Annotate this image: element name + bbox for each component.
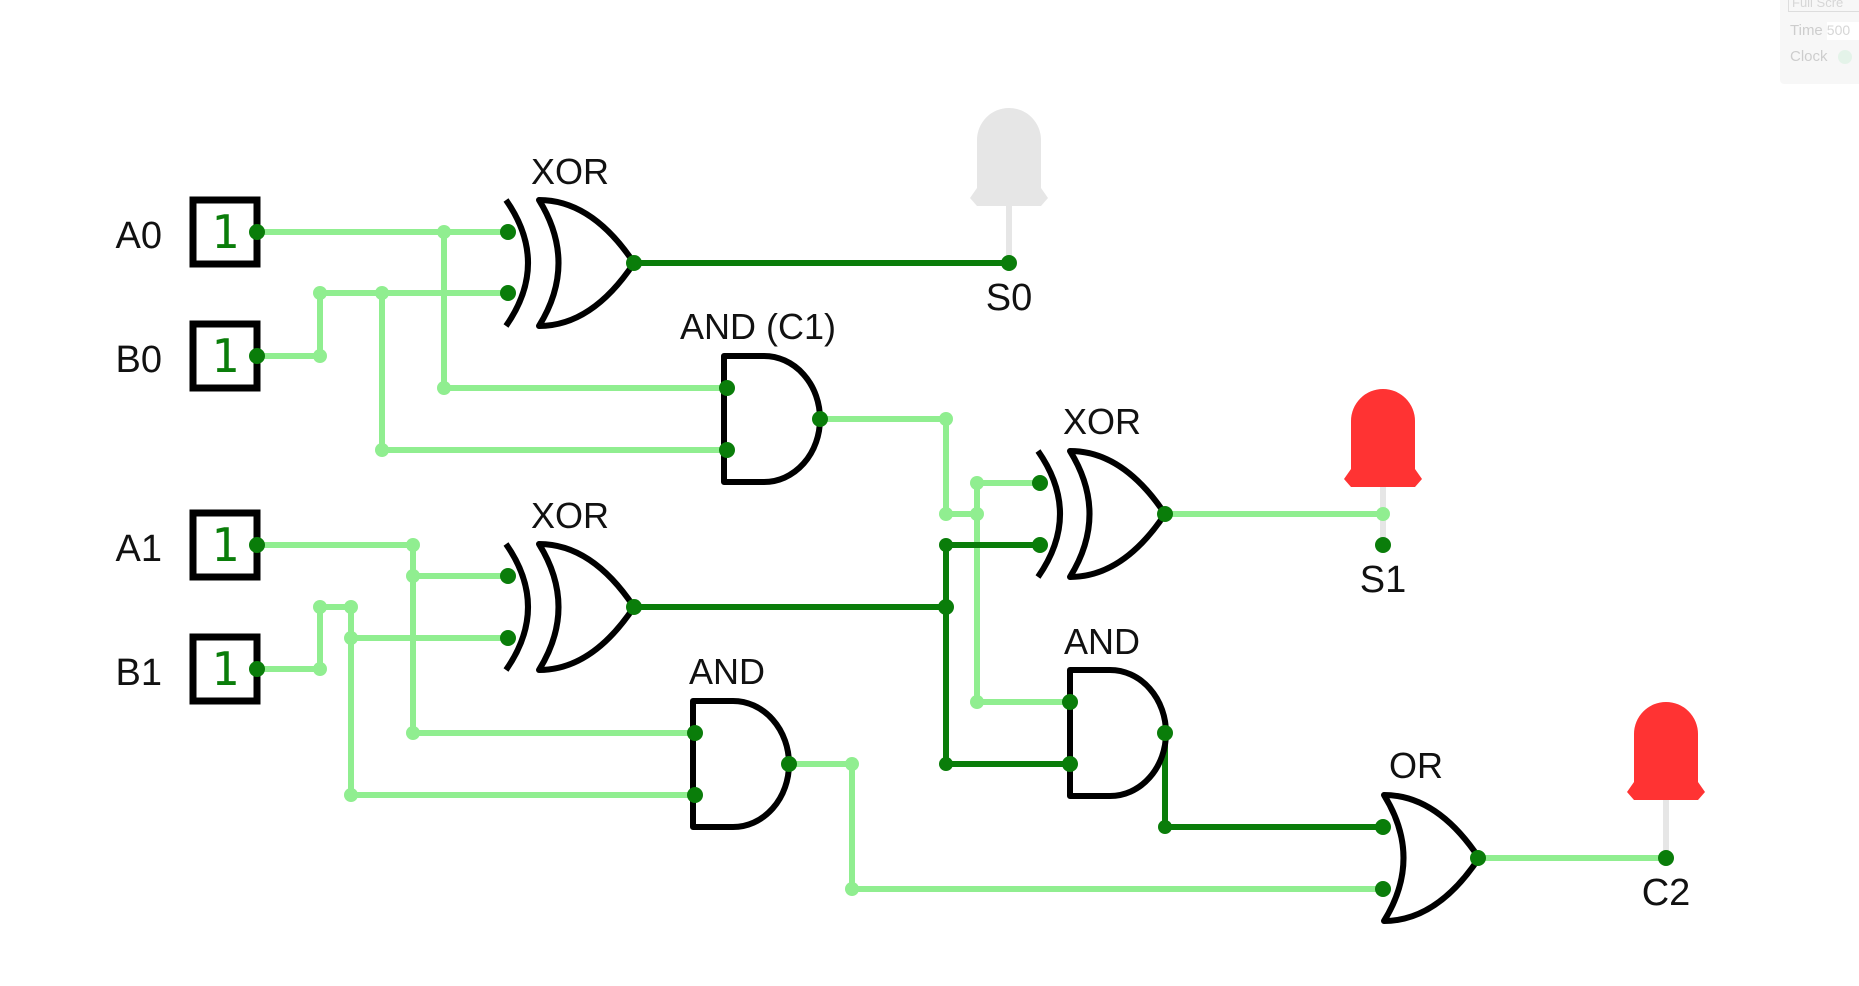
clock-label: Clock (1790, 48, 1828, 65)
pins (249, 224, 1674, 897)
output-s0[interactable]: S0 (970, 108, 1048, 319)
wires-inactive (254, 229, 1669, 892)
gate-xor2-label: XOR (531, 495, 609, 536)
output-s1[interactable]: S1 (1344, 389, 1422, 601)
input-a1-value: 1 (211, 518, 239, 572)
gate-xor2[interactable]: XOR (503, 495, 637, 673)
time-label: Time (1790, 22, 1823, 39)
gate-and1-label: AND (C1) (680, 306, 836, 347)
gate-xor3-label: XOR (1063, 401, 1141, 442)
input-b1[interactable]: 1 B1 (116, 633, 261, 705)
input-b1-value: 1 (211, 642, 239, 696)
gate-and3[interactable]: AND (1064, 621, 1169, 799)
input-b0-label: B0 (116, 339, 162, 381)
gate-xor3[interactable]: XOR (1035, 401, 1168, 580)
output-c2[interactable]: C2 (1627, 702, 1705, 914)
input-a0[interactable]: 1 A0 (116, 196, 261, 268)
wire-c1-and3[interactable] (974, 480, 1073, 705)
output-c2-label: C2 (1642, 872, 1691, 914)
gate-xor1-label: XOR (531, 151, 609, 192)
time-input[interactable]: 500 (1826, 22, 1859, 41)
led-c2-icon (1627, 702, 1705, 800)
output-s1-label: S1 (1360, 559, 1406, 601)
wire-b1-branch[interactable] (348, 635, 698, 798)
input-a0-label: A0 (116, 215, 162, 257)
led-s1-icon (1344, 389, 1422, 487)
wire-c2[interactable] (1475, 797, 1669, 861)
input-b0[interactable]: 1 B0 (116, 320, 261, 392)
gate-xor1[interactable]: XOR (503, 151, 637, 329)
clock-row: Clock (1790, 48, 1852, 65)
wire-b0[interactable] (254, 290, 511, 359)
full-screen-button[interactable]: Full Scre (1788, 0, 1859, 12)
gate-or1-label: OR (1389, 745, 1443, 786)
gate-and3-label: AND (1064, 621, 1140, 662)
input-a1[interactable]: 1 A1 (116, 509, 261, 581)
wire-c1[interactable] (817, 416, 980, 517)
gate-and2[interactable]: AND (689, 651, 792, 830)
wire-and2-out[interactable] (786, 761, 1386, 892)
wire-s1[interactable] (1162, 494, 1386, 517)
led-s0-icon (970, 108, 1048, 206)
clock-toggle[interactable] (1837, 50, 1852, 65)
input-a0-value: 1 (211, 205, 239, 259)
gate-and2-label: AND (689, 651, 765, 692)
wire-a1[interactable] (254, 542, 511, 579)
output-s0-label: S0 (986, 277, 1032, 319)
gate-and1[interactable]: AND (C1) (680, 306, 836, 485)
input-a1-label: A1 (116, 528, 162, 570)
input-b1-label: B1 (116, 652, 162, 694)
input-b0-value: 1 (211, 329, 239, 383)
gate-or1[interactable]: OR (1381, 745, 1482, 924)
wire-and3-out[interactable] (1162, 730, 1386, 830)
wire-b1[interactable] (254, 604, 511, 672)
